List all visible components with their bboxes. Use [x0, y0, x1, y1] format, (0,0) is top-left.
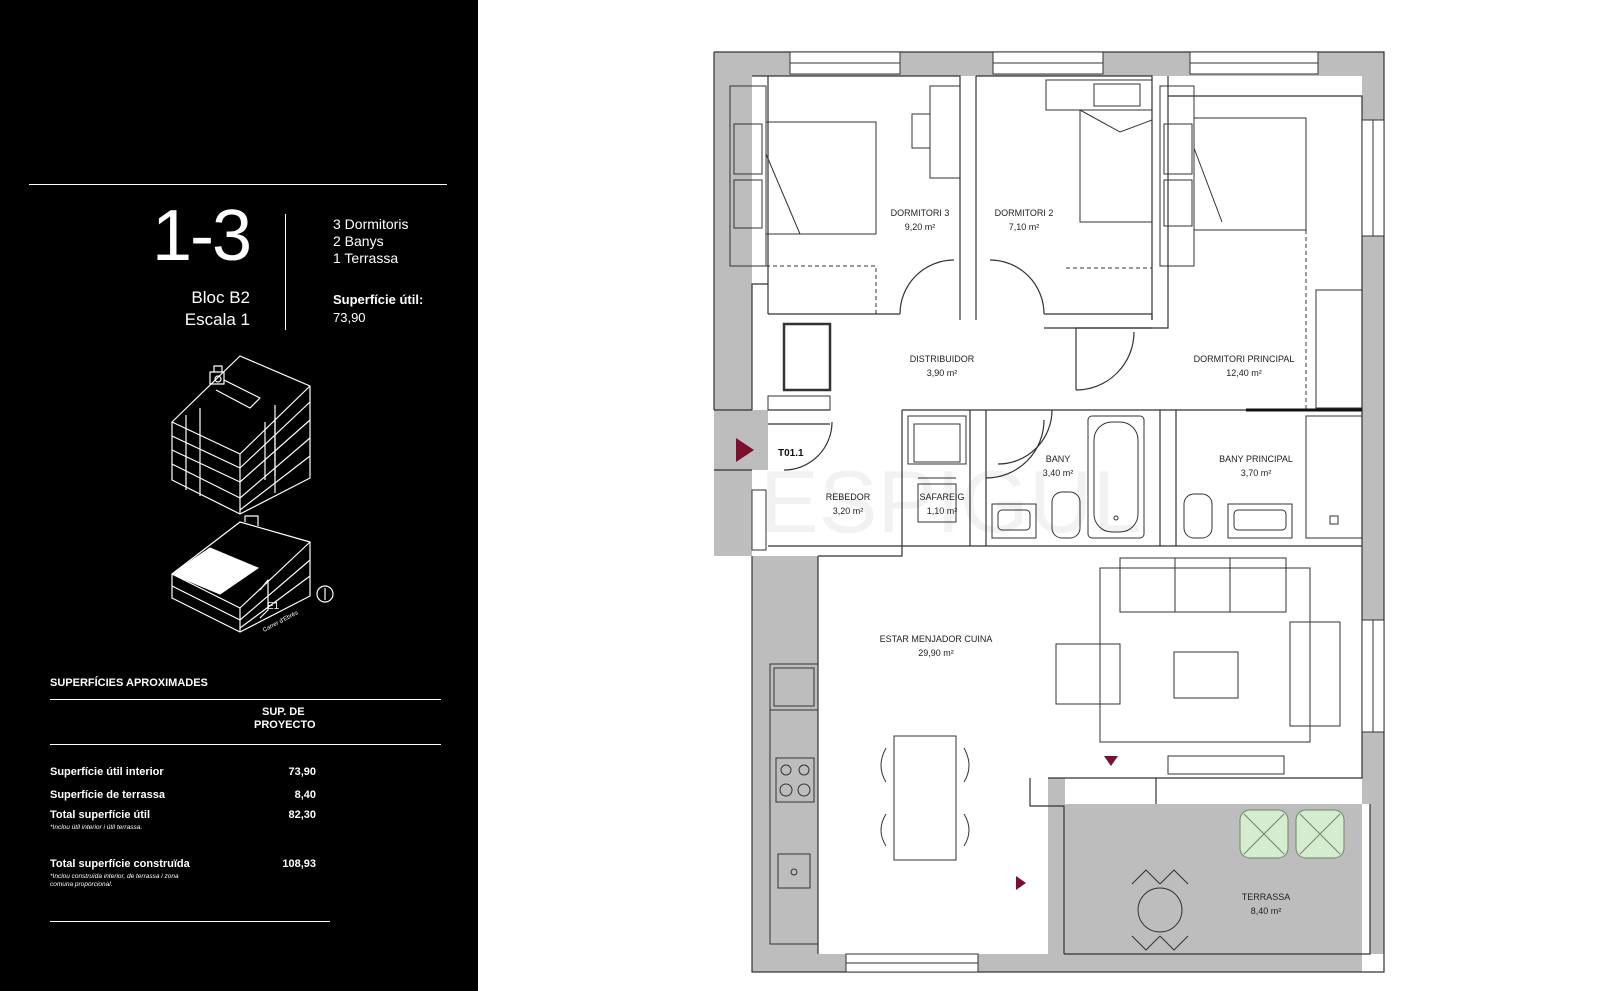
room-area-rebedor: 3,20 m²	[833, 506, 864, 516]
entrance-arrow-icon	[736, 438, 754, 462]
plant-icon	[1239, 809, 1345, 859]
floor-plan: ESPIGUL T01.1 DORMITORI 3 9,20 m² DORMIT…	[713, 51, 1385, 973]
info-panel: 1-3 Bloc B2 Escala 1 3 Dormitoris 2 Bany…	[0, 0, 478, 991]
surface-label: Superfície útil:	[333, 292, 424, 307]
feature-terrace: 1 Terrassa	[333, 250, 399, 266]
marker-triangle-icon	[1016, 876, 1026, 890]
room-area-terrassa: 8,40 m²	[1251, 906, 1282, 916]
column-header-line1: SUP. DE	[262, 706, 305, 718]
row-value-useful-interior: 73,90	[288, 766, 316, 778]
room-area-bany: 3,40 m²	[1043, 468, 1074, 478]
room-area-dormitori-3: 9,20 m²	[905, 222, 936, 232]
column-header-line2: PROYECTO	[254, 719, 316, 731]
room-name-bany: BANY	[1046, 454, 1071, 464]
marker-triangle-icon	[1104, 756, 1118, 766]
table-rule-top	[50, 699, 441, 700]
north-arrow-icon	[316, 585, 334, 603]
header-divider	[285, 214, 286, 330]
row-label-total-useful: Total superfície útil	[50, 809, 151, 821]
room-area-distribuidor: 3,90 m²	[927, 368, 958, 378]
room-name-distribuidor: DISTRIBUIDOR	[910, 354, 975, 364]
room-name-dormitori-3: DORMITORI 3	[891, 208, 950, 218]
feature-bathrooms: 2 Banys	[333, 233, 384, 249]
table-rule-mid	[50, 744, 441, 745]
row-note-total-built: *Inclou construïda interior, de terrassa…	[50, 873, 179, 888]
room-area-dormitori-2: 7,10 m²	[1009, 222, 1040, 232]
entrance-label: E1	[267, 601, 280, 612]
row-label-useful-interior: Superfície útil interior	[50, 766, 164, 778]
surface-value: 73,90	[333, 310, 366, 325]
exterior-walls	[714, 52, 1384, 972]
street-label: Carrer d'Ebrés	[262, 610, 299, 634]
room-name-safareig: SAFAREIG	[919, 492, 964, 502]
entrance-code: T01.1	[778, 448, 804, 459]
room-name-dormitori-principal: DORMITORI PRINCIPAL	[1194, 354, 1295, 364]
building-axonometric: E1 Carrer d'Ebrés	[170, 355, 334, 634]
escala-label: Escala 1	[184, 310, 250, 329]
row-value-total-useful: 82,30	[288, 809, 316, 821]
room-name-rebedor: REBEDOR	[826, 492, 871, 502]
room-area-bany-principal: 3,70 m²	[1241, 468, 1272, 478]
row-value-total-built: 108,93	[282, 858, 316, 870]
room-name-dormitori-2: DORMITORI 2	[995, 208, 1054, 218]
top-divider	[29, 184, 447, 185]
unit-number: 1-3	[152, 196, 252, 276]
feature-bedrooms: 3 Dormitoris	[333, 216, 409, 232]
watermark: ESPIGUL	[760, 452, 1141, 551]
row-label-total-built: Total superfície construïda	[50, 858, 190, 870]
room-name-bany-principal: BANY PRINCIPAL	[1219, 454, 1293, 464]
room-area-estar: 29,90 m²	[918, 648, 954, 658]
row-label-terrace: Superfície de terrassa	[50, 789, 165, 801]
row-note-total-useful: *Inclou útil interior i útil terrassa.	[50, 824, 143, 831]
table-rule-bottom	[50, 921, 330, 922]
surfaces-title: SUPERFÍCIES APROXIMADES	[50, 677, 208, 689]
bloc-label: Bloc B2	[191, 288, 250, 307]
room-name-estar: ESTAR MENJADOR CUINA	[880, 634, 993, 644]
row-value-terrace: 8,40	[294, 789, 316, 801]
room-name-terrassa: TERRASSA	[1242, 892, 1291, 902]
room-area-dormitori-principal: 12,40 m²	[1226, 368, 1262, 378]
room-area-safareig: 1,10 m²	[927, 506, 958, 516]
